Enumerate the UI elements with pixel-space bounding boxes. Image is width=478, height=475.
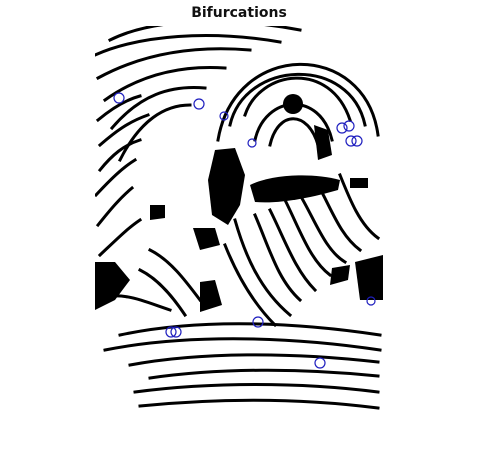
bifurcation-markers xyxy=(113,92,376,369)
figure-title: Bifurcations xyxy=(191,5,287,21)
ink-blobs xyxy=(95,94,383,312)
ridge-lines xyxy=(95,26,382,410)
